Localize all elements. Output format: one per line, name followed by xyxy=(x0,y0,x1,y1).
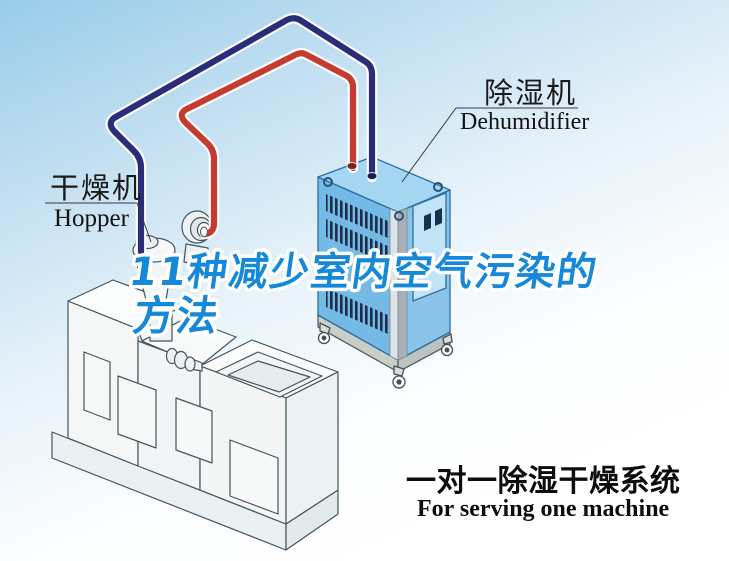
wheel-hub-left xyxy=(321,335,327,341)
louver-vents-middle xyxy=(326,219,388,264)
dehumidifier-label-en: Dehumidifier xyxy=(460,109,589,135)
eye-bolt-left xyxy=(323,177,333,187)
wheel-hub-front xyxy=(396,379,402,385)
right-unit-right-face xyxy=(285,371,339,525)
hopper-callout: 干燥机 Hopper xyxy=(45,172,152,243)
door-vent-slot-1 xyxy=(424,213,431,231)
dehumidifier-label-zh: 除湿机 xyxy=(484,77,577,110)
wheel-hub-right xyxy=(444,347,450,353)
extruder-machine-illustration xyxy=(51,210,339,551)
louver-vents-top xyxy=(326,194,388,238)
hopper-label-zh: 干燥机 xyxy=(50,172,143,205)
blower-stand xyxy=(183,243,209,267)
hose-runs xyxy=(105,13,378,258)
overlay-title: 11种减少室内空气污染的 方法 xyxy=(123,247,605,344)
caption-en: For serving one machine xyxy=(417,496,670,522)
system-caption: 一对一除湿干燥系统 For serving one machine xyxy=(406,464,681,522)
caption-zh: 一对一除湿干燥系统 xyxy=(406,464,681,498)
front-window-3 xyxy=(175,397,213,464)
corner-strip-shade xyxy=(397,207,408,361)
return-air-hose xyxy=(107,15,376,256)
barrel-ring-3 xyxy=(184,356,196,372)
hopper-label-en: Hopper xyxy=(54,205,130,232)
dry-air-hose xyxy=(178,50,357,238)
wheel-bracket-front xyxy=(393,365,405,377)
supply-hose-flange xyxy=(346,162,358,170)
louver-vents-bottom xyxy=(326,288,388,334)
door-vent-slot-2 xyxy=(435,208,442,226)
dehumidifier-illustration xyxy=(317,156,454,389)
eye-bolt-front xyxy=(394,211,404,221)
return-hose-flange xyxy=(366,172,378,180)
wheel-bracket-right xyxy=(442,333,453,345)
door-knob xyxy=(415,251,423,259)
dehumidifier-callout: 除湿机 Dehumidifier xyxy=(401,77,589,183)
right-unit-frame-inner xyxy=(227,360,311,393)
front-window-1 xyxy=(83,351,111,421)
overlay-title-line2: 方法 xyxy=(130,292,223,340)
caster-wheels xyxy=(317,322,454,389)
front-window-4 xyxy=(229,439,279,515)
front-window-2 xyxy=(117,375,157,449)
dehumidifier-leader-line xyxy=(401,107,457,183)
blower-inlet-flange xyxy=(199,226,209,238)
overlay-title-line1: 11种减少室内空气污染的 xyxy=(127,250,602,295)
eye-bolt-right xyxy=(433,182,443,192)
hopper-leader-line xyxy=(136,202,152,243)
